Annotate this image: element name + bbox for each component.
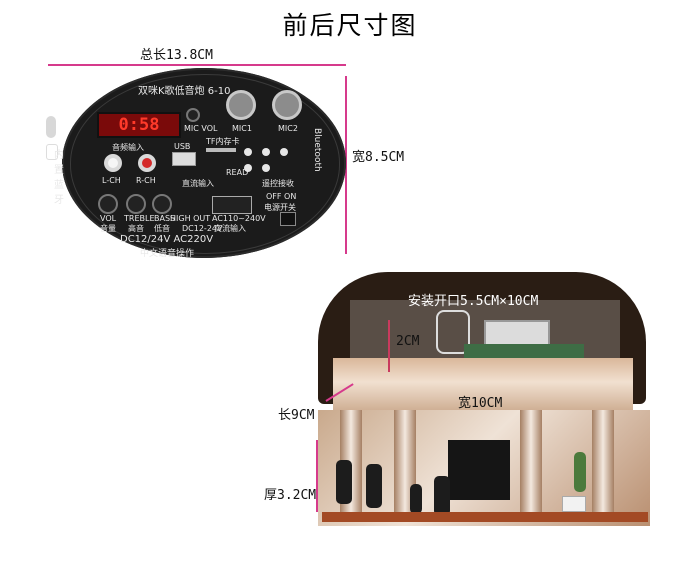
bass-knob[interactable]	[152, 194, 172, 214]
page-title: 前后尺寸图	[282, 11, 418, 40]
mic-vol-label: MIC VOL	[184, 124, 218, 133]
front-panel-rim	[70, 74, 340, 254]
capacitor	[336, 460, 352, 504]
ac-in-label-cn: 交流输入	[214, 224, 246, 233]
repeat-button[interactable]	[262, 164, 270, 172]
connector	[562, 496, 586, 512]
mic2-jack[interactable]	[272, 90, 302, 120]
width-dimension-line	[345, 76, 347, 254]
direct-in-label: 直流输入	[182, 179, 214, 188]
tf-label: TF内存卡	[206, 137, 240, 146]
model-label: 双咪K歌低音炮 6-10	[138, 86, 231, 97]
total-length-label: 总长13.8CM	[140, 48, 213, 63]
board-length-label: 长9CM	[278, 408, 315, 423]
capacitor	[434, 476, 450, 516]
board-width-label: 宽10CM	[458, 396, 503, 411]
heatsink-fin	[592, 410, 614, 520]
treble-label-cn: 高音	[128, 224, 144, 233]
prev-button[interactable]	[244, 148, 252, 156]
ac-connector[interactable]	[212, 196, 252, 214]
audio-in-label: 音频输入	[112, 143, 144, 152]
width-label: 宽8.5CM	[352, 150, 405, 165]
mic-icon	[46, 116, 56, 138]
component-block	[484, 320, 550, 346]
led-display: 0:58	[97, 112, 181, 138]
heatsink-fin	[520, 410, 542, 520]
rca-left[interactable]	[104, 154, 122, 172]
play-pause-button[interactable]	[262, 148, 270, 156]
bluetooth-label: Bluetooth	[312, 128, 322, 172]
vol-label-cn: 音量	[100, 224, 116, 233]
bass-label-cn: 低音	[154, 224, 170, 233]
usb-port[interactable]	[172, 152, 196, 166]
mic1-jack[interactable]	[226, 90, 256, 120]
treble-knob[interactable]	[126, 194, 146, 214]
mic-vol-knob[interactable]	[186, 108, 200, 122]
builtin-char: 置	[54, 165, 64, 176]
mic2-label: MIC2	[278, 124, 298, 133]
next-button[interactable]	[280, 148, 288, 156]
voice-operation-label: 中文语音操作	[140, 249, 195, 259]
mode-button[interactable]	[244, 164, 252, 172]
builtin-char: 内	[54, 150, 64, 161]
mic1-label: MIC1	[232, 124, 252, 133]
treble-label: TREBLE	[124, 214, 155, 223]
high-out-label: HIGH OUT	[170, 214, 211, 223]
depth-label: 2CM	[396, 334, 420, 349]
power-switch-label: 电源开关	[264, 203, 296, 212]
vol-knob[interactable]	[98, 194, 118, 214]
tf-slot[interactable]	[206, 148, 236, 152]
l-ch-label: L-CH	[102, 176, 121, 185]
wire-bundle	[436, 310, 470, 354]
opening-label: 安装开口5.5CM×10CM	[408, 294, 539, 309]
depth-marker	[388, 320, 390, 372]
thickness-label: 厚3.2CM	[264, 488, 317, 503]
inductor	[574, 452, 586, 492]
usb-label: USB	[174, 142, 191, 151]
bass-label: BASS	[154, 214, 176, 223]
r-ch-label: R-CH	[136, 176, 156, 185]
rca-right[interactable]	[138, 154, 156, 172]
thickness-marker	[316, 440, 318, 512]
power-switch[interactable]	[280, 212, 296, 226]
voltage-label: DC12/24V AC220V	[120, 234, 214, 245]
read-label: READ	[226, 168, 249, 177]
length-dimension-line	[48, 64, 346, 66]
heatsink-top	[333, 358, 633, 418]
builtin-bluetooth-label: 内 置 蓝 牙	[54, 146, 70, 206]
vol-label: VOL	[100, 214, 117, 223]
bluetooth-icon	[46, 144, 58, 160]
off-on-label: OFF ON	[266, 192, 297, 201]
amplifier-chip	[448, 440, 510, 500]
remote-label: 遥控接收	[262, 179, 294, 188]
builtin-char: 蓝	[54, 180, 64, 191]
ac-in-label: AC110~240V	[212, 214, 266, 223]
dc-in-label: DC12-24V	[182, 224, 223, 233]
builtin-char: 牙	[54, 195, 64, 206]
pcb-edge	[322, 512, 648, 522]
capacitor	[366, 464, 382, 508]
capacitor	[410, 484, 422, 514]
